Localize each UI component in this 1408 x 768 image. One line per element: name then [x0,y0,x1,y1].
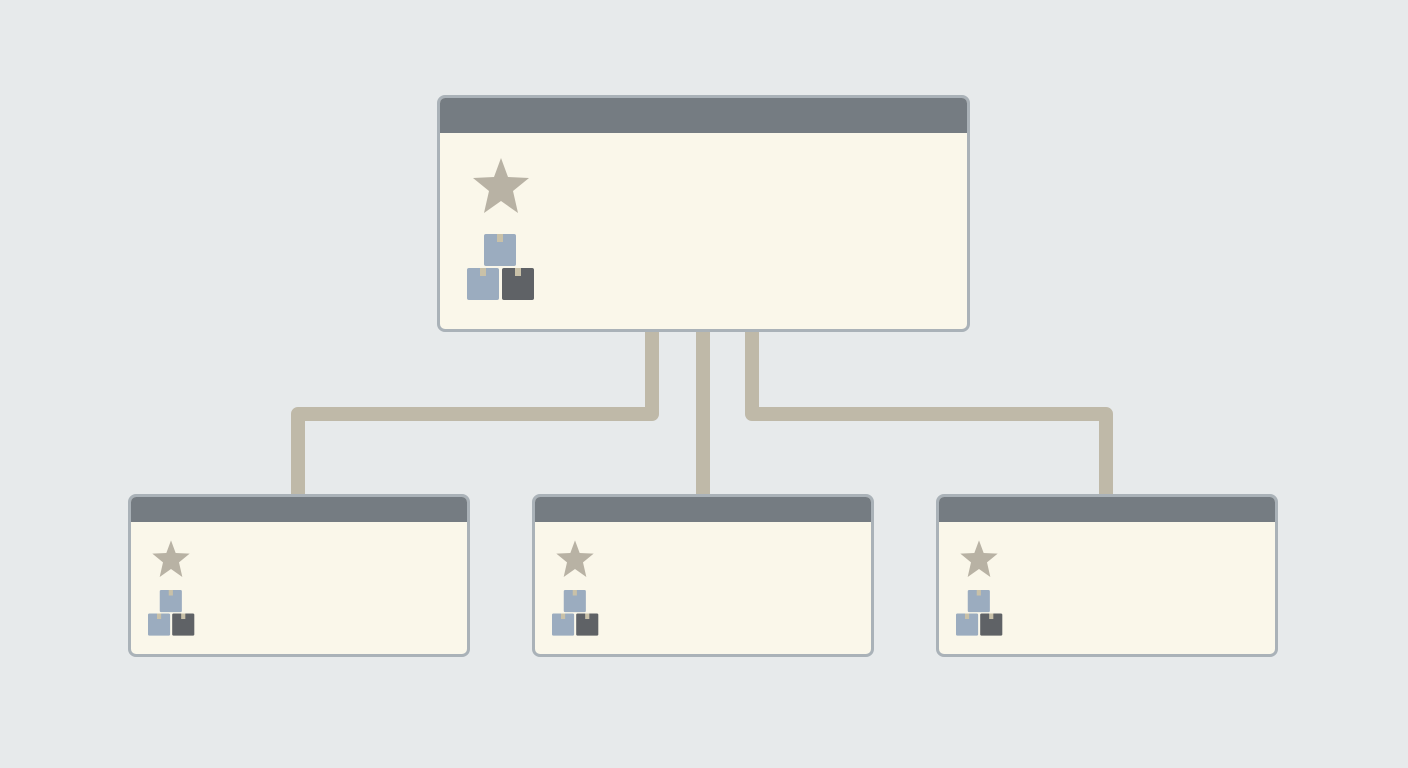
star-icon [152,540,190,577]
child-node-title-bar [131,497,467,522]
connector-root-to-child-1 [291,330,659,496]
boxes-icon [956,590,1003,636]
child-node-title-bar [939,497,1275,522]
star-icon [473,158,529,213]
root-node-title-bar [440,98,967,133]
boxes-icon [148,590,195,636]
root-node-card[interactable] [437,95,970,332]
star-icon [556,540,594,577]
boxes-icon [552,590,599,636]
child-node-card[interactable] [936,494,1278,657]
child-node-title-bar [535,497,871,522]
star-icon [960,540,998,577]
boxes-icon [467,234,534,300]
connector-root-to-child-3 [745,330,1113,496]
child-node-card[interactable] [532,494,874,657]
child-node-card[interactable] [128,494,470,657]
